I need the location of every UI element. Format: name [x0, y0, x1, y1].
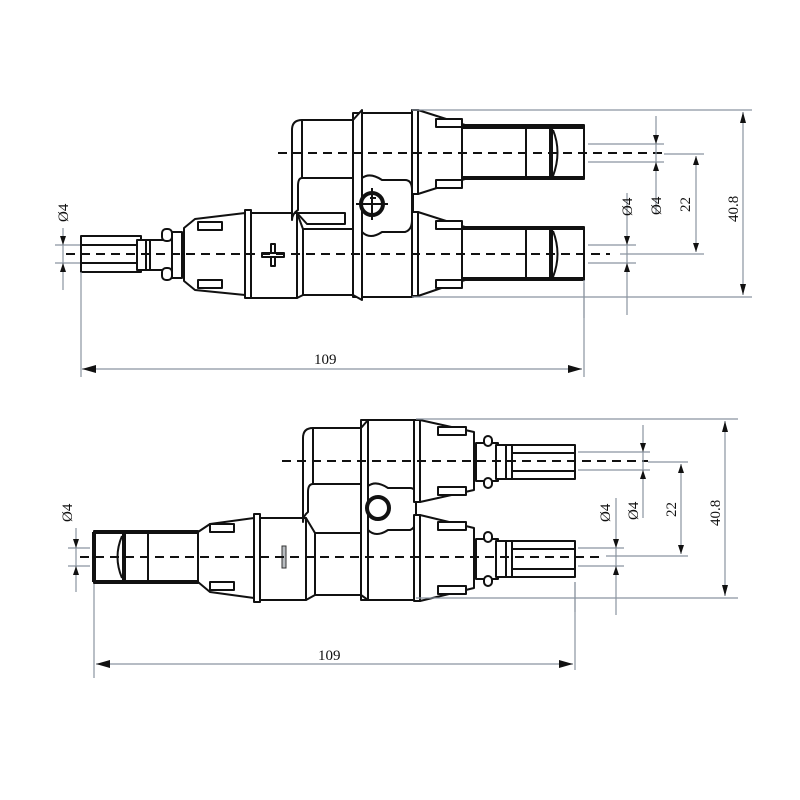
top-upper-output-diameter-dimension: Ø4 — [588, 116, 665, 215]
bottom-upper-output-diameter-dimension: Ø4 — [578, 425, 650, 520]
top-spacing-dimension: 22 — [620, 153, 704, 255]
bottom-spacing-dimension: 22 — [606, 461, 688, 557]
bottom-input-collar — [197, 513, 307, 603]
top-upper-output — [411, 109, 585, 195]
bottom-connector-view: Ø4 109 Ø4 Ø4 — [60, 418, 738, 678]
top-lower-output-diameter-label: Ø4 — [620, 197, 636, 216]
top-lower-output — [411, 211, 585, 297]
bottom-lower-output-diameter-label: Ø4 — [598, 503, 614, 522]
bottom-input-diameter-dimension: Ø4 — [60, 503, 90, 592]
bottom-y-body — [302, 419, 417, 601]
bottom-rivet-icon — [365, 495, 391, 521]
bottom-height-label: 40.8 — [708, 500, 724, 526]
top-height-label: 40.8 — [726, 196, 742, 222]
top-upper-output-diameter-label: Ø4 — [649, 196, 665, 215]
top-input-diameter-label: Ø4 — [56, 203, 72, 222]
bottom-upper-output-diameter-label: Ø4 — [626, 501, 642, 520]
bottom-length-dimension: 109 — [93, 582, 576, 678]
top-lower-output-diameter-dimension: Ø4 — [583, 193, 636, 318]
top-connector-view: Ø4 109 Ø4 Ø4 — [55, 109, 752, 377]
top-length-label: 109 — [314, 352, 337, 368]
bottom-height-dimension: 40.8 — [416, 418, 738, 599]
top-length-dimension: 109 — [80, 272, 585, 377]
bottom-lower-output — [413, 514, 576, 602]
bottom-input-diameter-label: Ø4 — [60, 503, 76, 522]
top-height-dimension: 40.8 — [412, 109, 752, 298]
bottom-spacing-label: 22 — [664, 502, 680, 517]
bottom-length-label: 109 — [318, 648, 341, 664]
top-input-diameter-dimension: Ø4 — [55, 203, 80, 290]
top-y-body — [291, 109, 414, 301]
top-spacing-label: 22 — [678, 197, 694, 212]
